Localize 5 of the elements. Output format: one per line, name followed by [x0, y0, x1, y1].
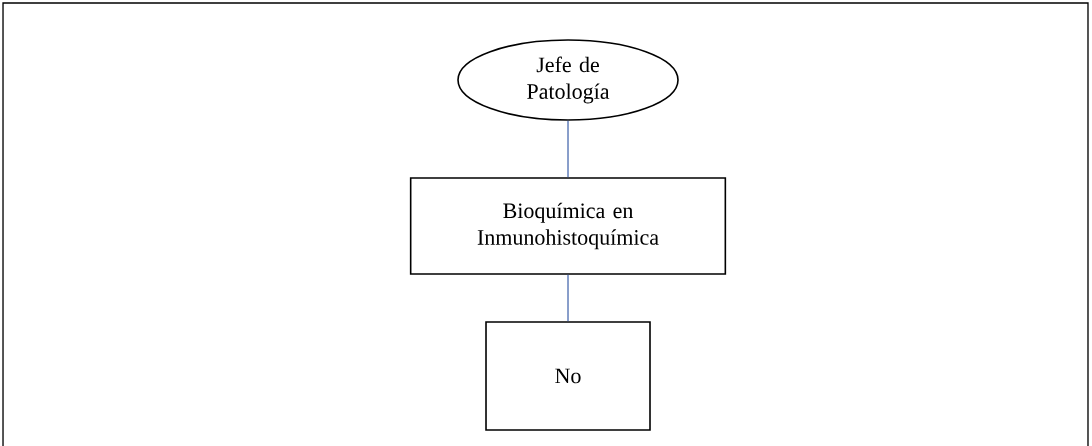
process-box: No [485, 321, 651, 431]
connector-line [567, 120, 569, 178]
connector-line [567, 274, 569, 322]
process-box: Bioquímica en Inmunohistoquímica [409, 177, 727, 275]
ellipse-node: Jefe de Patología [457, 39, 679, 121]
